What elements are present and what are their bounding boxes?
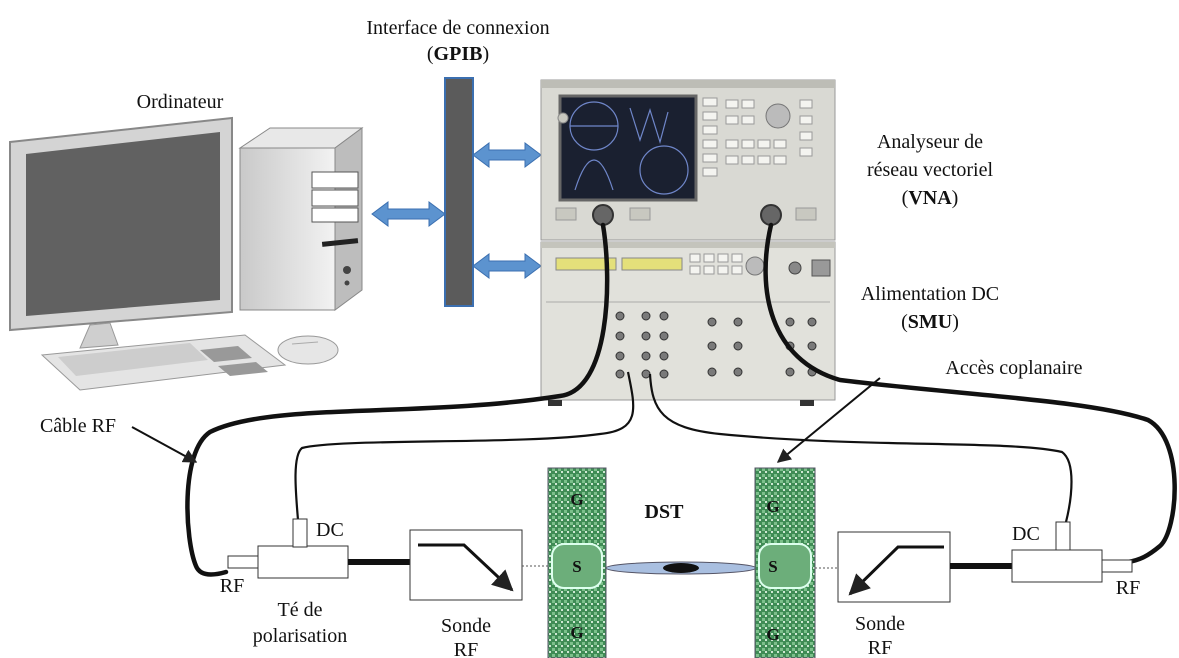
dst-label: DST — [645, 501, 685, 523]
probe-right-label-line2: RF — [868, 637, 892, 658]
pad-right-g-top: G — [766, 497, 779, 516]
interface-label: Interface de connexion — [366, 17, 549, 39]
vna-label-line1: Analyseur de — [877, 131, 983, 153]
dc-cable-right — [648, 373, 1073, 523]
smu-label-line2: (SMU) — [901, 311, 959, 333]
ordinateur-label: Ordinateur — [137, 91, 224, 113]
bias-tee-label-line2: polarisation — [253, 625, 347, 647]
coplanar-access-right — [754, 467, 816, 658]
arrow-gpib-smu — [472, 253, 542, 279]
dc-cable-left — [294, 371, 635, 521]
dc-right-label: DC — [1012, 523, 1040, 545]
rf-probe-left — [409, 529, 523, 601]
rf-cable-left — [185, 222, 610, 577]
arrow-gpib-vna — [472, 142, 542, 168]
gpib-label: (GPIB) — [427, 43, 489, 65]
rf-right-label: RF — [1116, 577, 1140, 599]
pad-left-g-top: G — [570, 490, 583, 509]
bias-tee-right — [1011, 521, 1133, 583]
vna-instrument — [540, 79, 836, 241]
monitor — [9, 116, 233, 349]
cable-pointer-arrow — [131, 426, 198, 463]
coplanar-access-left — [547, 467, 607, 658]
pad-left-s: S — [572, 557, 581, 576]
probe-left-label-line2: RF — [454, 639, 478, 658]
pad-right-g-bottom: G — [766, 625, 779, 644]
pad-right-s: S — [768, 557, 777, 576]
tower — [238, 127, 364, 311]
probe-left-label-line1: Sonde — [441, 615, 491, 637]
rf-left-label: RF — [220, 575, 244, 597]
probe-right-label-line1: Sonde — [855, 613, 905, 635]
bias-tee-left — [227, 518, 349, 579]
dst-device — [605, 561, 757, 575]
rf-probe-right — [837, 531, 951, 603]
rf-cable-right — [763, 222, 1177, 565]
keyboard — [40, 334, 287, 391]
pad-left-g-bottom: G — [570, 623, 583, 642]
dc-left-label: DC — [316, 519, 344, 541]
smu-label-line1: Alimentation DC — [861, 283, 999, 305]
bias-tee-label-line1: Té de — [278, 599, 323, 621]
gpib-bus — [444, 77, 474, 307]
acces-label: Accès coplanaire — [945, 357, 1082, 379]
cable-label: Câble RF — [40, 415, 116, 437]
vna-label-line3: (VNA) — [902, 187, 959, 209]
vna-label-line2: réseau vectoriel — [867, 159, 993, 181]
computer — [9, 116, 364, 391]
access-pointer-arrow — [776, 377, 881, 463]
mouse — [277, 335, 339, 365]
arrow-computer-gpib — [371, 201, 446, 227]
